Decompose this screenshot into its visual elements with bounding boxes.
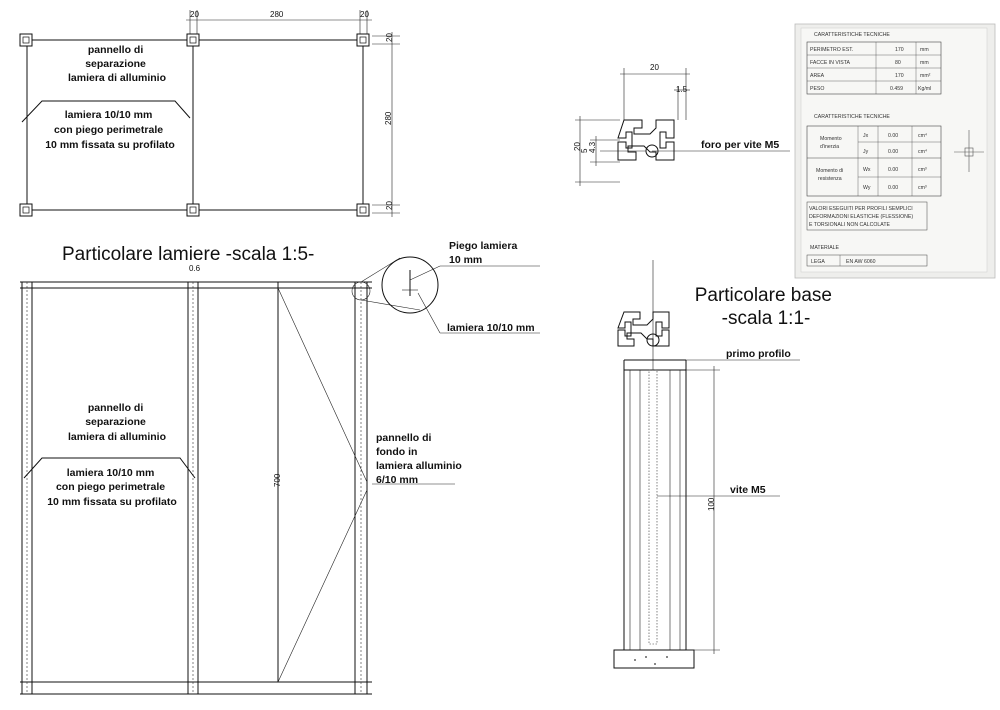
detail-panel-label: pannello di separazione lamiera di allum…: [68, 402, 166, 443]
dim-700: 700: [273, 473, 282, 487]
svg-text:cm⁴: cm⁴: [918, 133, 927, 139]
detail-magnifier-circle: [381, 256, 439, 314]
screw-label: vite M5: [730, 484, 766, 496]
svg-text:170: 170: [895, 73, 904, 79]
dim-top-20-right: 20: [360, 10, 369, 19]
screw-m5: [648, 369, 658, 645]
profile-section: 20 1.5 20 4.3 5 foro per vite M5: [573, 63, 790, 186]
svg-text:mm: mm: [920, 60, 929, 66]
svg-text:mm: mm: [920, 47, 929, 53]
svg-text:170: 170: [895, 47, 904, 53]
svg-text:Jx: Jx: [863, 133, 869, 139]
svg-text:0.459: 0.459: [890, 86, 903, 92]
dim-prof-15: 1.5: [676, 85, 688, 94]
svg-text:cm⁴: cm⁴: [918, 149, 927, 155]
top-sheet-label: lamiera 10/10 mm con piego perimetrale 1…: [45, 109, 175, 151]
material-alloy-value: EN AW 6060: [846, 259, 876, 265]
material-alloy-label: LEGA: [811, 259, 825, 265]
spec-resistance: Momento di resistenza Wx 0.00 cm³ Wy 0.0…: [816, 167, 927, 191]
fold-label: Piego lamiera 10 mm: [449, 240, 520, 266]
dim-side-20-top: 20: [385, 33, 394, 42]
material-header: MATERIALE: [810, 245, 840, 251]
spec-header-2: CARATTERISTICHE TECNICHE: [814, 114, 890, 120]
dim-prof-20h: 20: [573, 142, 582, 151]
dim-top-280: 280: [270, 10, 284, 19]
detail-sheet-label: lamiera 10/10 mm con piego perimetrale 1…: [47, 467, 177, 508]
svg-text:Jy: Jy: [863, 149, 869, 155]
svg-text:cm³: cm³: [918, 185, 927, 191]
base-plate: [613, 649, 695, 669]
svg-text:PERIMETRO EST.: PERIMETRO EST.: [810, 47, 853, 53]
svg-text:d'inerzia: d'inerzia: [820, 144, 839, 150]
svg-text:Momento di: Momento di: [816, 168, 843, 174]
spec-notes: VALORI ESEGUITI PER PROFILI SEMPLICI DEF…: [809, 206, 915, 228]
svg-text:resistenza: resistenza: [818, 176, 842, 182]
svg-text:mm²: mm²: [920, 73, 931, 79]
dim-prof-5: 5: [580, 148, 589, 153]
first-profile-label: primo profilo: [726, 348, 791, 360]
axis-cross-icon: [954, 130, 984, 172]
spec-rows-1: PERIMETRO EST. 170 mm FACCE IN VISTA 80 …: [810, 47, 931, 92]
first-profile-icon: [617, 311, 670, 347]
spec-sheet: CARATTERISTICHE TECNICHE PERIMETRO EST. …: [794, 23, 996, 279]
detail-base-title: Particolare base -scala 1:1-: [695, 285, 838, 329]
dim-gap-06: 0.6: [189, 264, 201, 273]
svg-text:cm³: cm³: [918, 167, 927, 173]
svg-text:0.00: 0.00: [888, 185, 898, 191]
dim-side-280: 280: [384, 111, 393, 125]
sheet-thickness-label: lamiera 10/10 mm: [447, 322, 535, 334]
svg-text:PESO: PESO: [810, 86, 824, 92]
svg-text:80: 80: [895, 60, 901, 66]
dim-prof-43: 4.3: [588, 141, 597, 153]
svg-text:Momento: Momento: [820, 136, 842, 142]
svg-text:AREA: AREA: [810, 73, 825, 79]
svg-text:FACCE IN VISTA: FACCE IN VISTA: [810, 60, 851, 66]
spec-inertia: Momento d'inerzia Jx 0.00 cm⁴ Jy 0.00 cm…: [820, 133, 927, 155]
dim-top-20-left: 20: [190, 10, 199, 19]
hole-label: foro per vite M5: [701, 139, 779, 151]
svg-text:Kg/ml: Kg/ml: [918, 86, 931, 92]
svg-text:0.00: 0.00: [888, 133, 898, 139]
back-panel-label: pannello di fondo in lamiera alluminio 6…: [376, 432, 465, 486]
svg-text:Wx: Wx: [863, 167, 871, 173]
detail-base-view: Particolare base -scala 1:1- 100 primo p…: [613, 260, 838, 669]
detail-sheets-title: Particolare lamiere -scala 1:5-: [62, 244, 314, 265]
aluminium-profile-icon: [617, 119, 675, 161]
top-panel-label: pannello di separazione lamiera di allum…: [68, 44, 166, 84]
detail-sheets-view: Particolare lamiere -scala 1:5- 0.6 700: [20, 240, 540, 695]
svg-text:0.00: 0.00: [888, 167, 898, 173]
dim-prof-20w: 20: [650, 63, 659, 72]
svg-text:Wy: Wy: [863, 185, 871, 191]
top-view-plan: 20 280 20 20 280 20: [19, 10, 400, 217]
spec-header-1: CARATTERISTICHE TECNICHE: [814, 32, 890, 38]
dim-side-20-bot: 20: [385, 201, 394, 210]
svg-text:0.00: 0.00: [888, 149, 898, 155]
corner-profile-symbols: [19, 33, 370, 217]
dim-100: 100: [707, 497, 716, 511]
